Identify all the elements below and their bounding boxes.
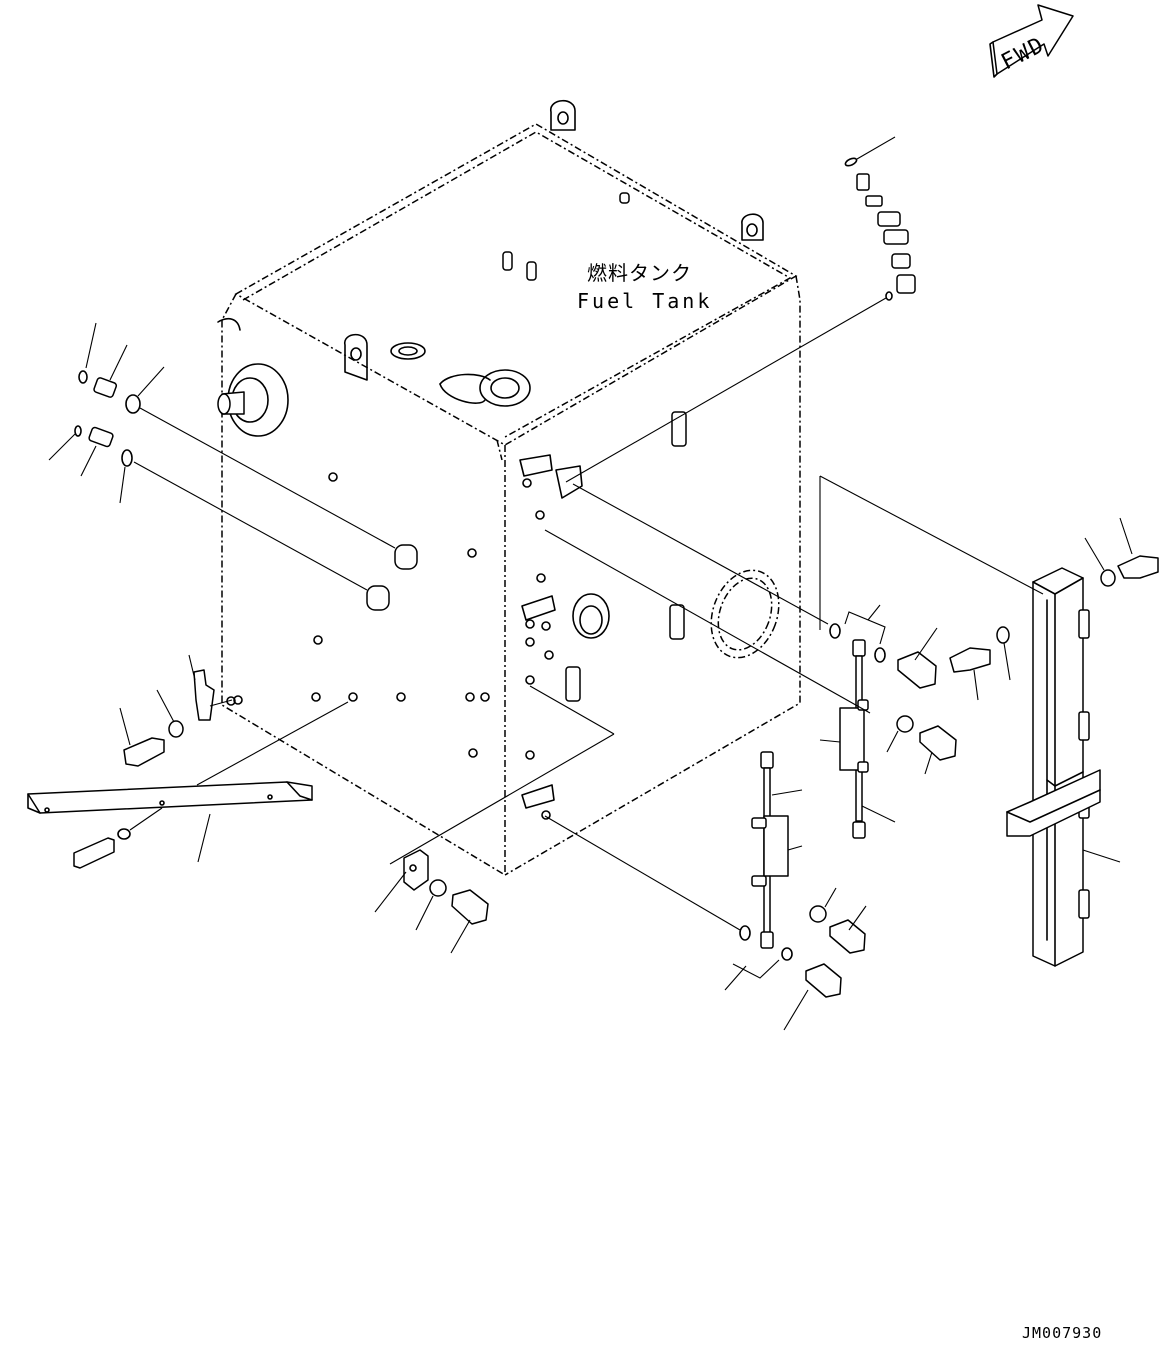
tank-name-jp: 燃料タンク [587, 261, 692, 285]
vent-fitting-assembly [565, 136, 916, 483]
guard-rail [27, 701, 349, 869]
tank-name-en: Fuel Tank [577, 289, 712, 313]
fwd-arrow-icon [989, 4, 1074, 78]
level-gauge-upper [544, 483, 957, 839]
lower-left-bracket [119, 654, 233, 767]
side-cover-guard [819, 475, 1159, 967]
drawing-code: JM007930 [1022, 1324, 1102, 1342]
center-bottom-clamp [374, 685, 615, 954]
fuel-tank-body [217, 99, 801, 876]
left-fittings [48, 322, 396, 591]
level-gauge-lower [544, 751, 867, 1031]
